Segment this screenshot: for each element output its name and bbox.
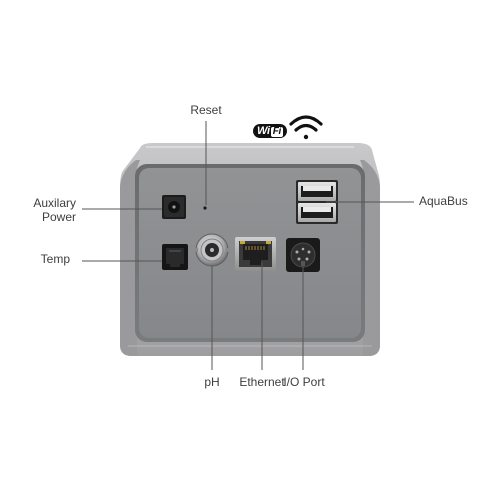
wifi-logo-wi: Wi xyxy=(256,125,270,137)
auxiliary-power-label-line2: Power xyxy=(41,210,76,224)
auxiliary-power-label-line1: Auxilary xyxy=(33,196,76,210)
ph-label: pH xyxy=(204,375,220,389)
ethernet-label: Ethernet xyxy=(239,375,285,389)
wifi-signal-icon xyxy=(289,115,323,140)
leader-lines xyxy=(82,121,414,370)
wifi-logo-fi: Fi xyxy=(270,126,284,137)
reset-pinhole xyxy=(203,206,207,210)
auxiliary-power-label: Auxilary Power xyxy=(14,197,76,224)
io-port-label: I/O Port xyxy=(283,375,325,389)
io-port-connector xyxy=(286,238,320,272)
ethernet-port xyxy=(235,237,276,271)
auxiliary-power-jack xyxy=(162,195,186,219)
aquabus-label: AquaBus xyxy=(419,194,468,208)
reset-label: Reset xyxy=(190,103,222,117)
temp-jack xyxy=(162,244,188,270)
aquabus-ports xyxy=(296,180,338,224)
temp-label: Temp xyxy=(40,252,70,266)
ph-bnc-connector xyxy=(195,233,229,267)
